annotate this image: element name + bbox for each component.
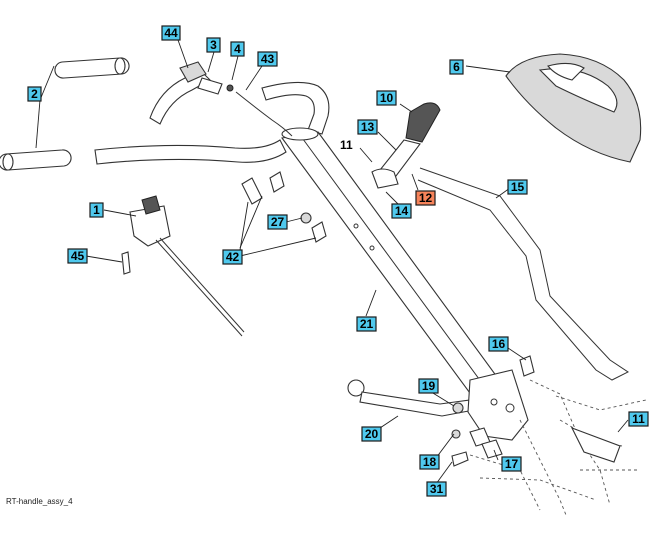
- svg-text:3: 3: [210, 38, 217, 52]
- callout-12: 12: [415, 190, 436, 206]
- callout-21: 21: [356, 316, 377, 332]
- cable-part-43: [235, 91, 293, 137]
- bolt-part-16: [519, 355, 535, 377]
- svg-text:2: 2: [31, 87, 38, 101]
- svg-text:13: 13: [361, 120, 375, 134]
- svg-text:31: 31: [430, 482, 444, 496]
- svg-text:45: 45: [71, 249, 85, 263]
- svg-text:27: 27: [271, 215, 285, 229]
- svg-text:12: 12: [419, 191, 433, 205]
- svg-text:6: 6: [453, 60, 460, 74]
- diagram-caption: RT-handle_assy_4: [6, 497, 73, 506]
- frame-outline: [469, 379, 647, 516]
- grip-part-2: [0, 57, 130, 171]
- callout-10: 10: [376, 90, 397, 106]
- svg-text:11: 11: [632, 412, 645, 426]
- brake-lever-part-44: [149, 61, 234, 125]
- svg-text:18: 18: [423, 455, 437, 469]
- svg-text:10: 10: [380, 91, 394, 105]
- svg-text:20: 20: [365, 427, 379, 441]
- cover-part-6: [505, 53, 642, 163]
- svg-text:1: 1: [93, 203, 100, 217]
- callout-44: 44: [161, 25, 181, 41]
- callout-27: 27: [267, 214, 288, 230]
- callout-20: 20: [361, 426, 382, 442]
- callout-42: 42: [222, 249, 243, 265]
- callout-18: 18: [419, 454, 440, 470]
- callout-16: 16: [488, 336, 509, 352]
- handlebar-part: [94, 81, 330, 165]
- callout-11-upper: 11: [340, 138, 353, 152]
- callout-4: 4: [230, 41, 245, 57]
- callout-15: 15: [507, 179, 528, 195]
- callout-3: 3: [206, 37, 221, 53]
- svg-text:4: 4: [234, 42, 241, 56]
- callout-31: 31: [426, 481, 447, 497]
- svg-text:42: 42: [226, 250, 240, 264]
- callout-11-lower: 11: [628, 411, 649, 427]
- svg-text:16: 16: [492, 337, 506, 351]
- washer-part-27: [300, 212, 312, 224]
- rod-part-15: [417, 167, 629, 381]
- lower-bracket: [452, 369, 529, 441]
- svg-text:15: 15: [511, 180, 525, 194]
- bolt-part-45: [121, 251, 131, 275]
- callout-17: 17: [501, 456, 522, 472]
- callout-19: 19: [418, 378, 439, 394]
- callout-6: 6: [449, 59, 464, 75]
- svg-text:44: 44: [164, 26, 178, 40]
- leader-lines: [35, 39, 629, 485]
- svg-text:11: 11: [340, 138, 353, 152]
- bracket-part-1: [129, 195, 245, 337]
- svg-text:17: 17: [505, 457, 519, 471]
- callout-43: 43: [257, 51, 278, 67]
- callout-45: 45: [67, 248, 88, 264]
- svg-text:19: 19: [422, 379, 436, 393]
- callout-2: 2: [27, 86, 42, 102]
- knob-part-10: [371, 102, 441, 189]
- callout-13: 13: [357, 119, 378, 135]
- callout-1: 1: [89, 202, 104, 218]
- svg-text:43: 43: [261, 52, 275, 66]
- callout-14: 14: [391, 203, 412, 219]
- hardware-parts-17-18-31: [451, 427, 503, 467]
- bolts-part-42: [241, 171, 327, 243]
- svg-text:14: 14: [395, 204, 409, 218]
- svg-text:21: 21: [360, 317, 374, 331]
